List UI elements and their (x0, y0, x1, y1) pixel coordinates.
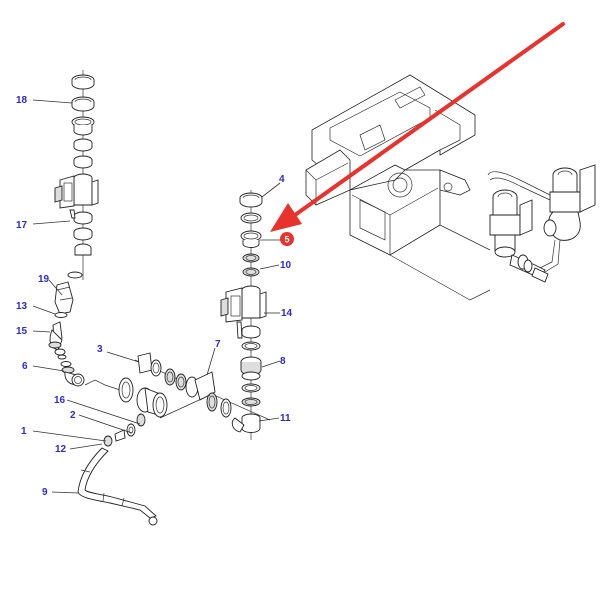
callout-10[interactable]: 10 (280, 260, 292, 271)
valve-group-overview (487, 164, 596, 283)
hose-9 (77, 447, 158, 526)
callout-18[interactable]: 18 (16, 95, 28, 106)
callout-13[interactable]: 13 (16, 301, 28, 312)
callout-4[interactable]: 4 (279, 174, 285, 185)
frame-assembly-overview (305, 74, 491, 301)
callout-12[interactable]: 12 (55, 444, 67, 455)
callout-11[interactable]: 11 (280, 413, 291, 424)
callout-1[interactable]: 1 (21, 426, 27, 437)
middle-fitting-chain (103, 352, 271, 447)
highlight-pointer-arrow (270, 22, 565, 232)
callout-2[interactable]: 2 (70, 410, 76, 421)
callout-19[interactable]: 19 (38, 274, 50, 285)
callout-8[interactable]: 8 (280, 356, 286, 367)
left-valve-stack (54, 70, 99, 280)
left-hose-column (48, 281, 121, 391)
leader-lines (32, 99, 281, 494)
callout-15[interactable]: 15 (16, 326, 28, 337)
callout-17[interactable]: 17 (16, 220, 28, 231)
callout-7[interactable]: 7 (215, 339, 221, 350)
callout-16[interactable]: 16 (54, 395, 66, 406)
callout-labels: 18 17 19 13 15 6 3 16 2 1 12 9 4 10 14 8… (16, 95, 293, 498)
callout-14[interactable]: 14 (281, 308, 293, 319)
highlighted-part-badge[interactable]: 5 (280, 232, 294, 246)
callout-3[interactable]: 3 (97, 344, 103, 355)
callout-9[interactable]: 9 (42, 487, 48, 498)
callout-6[interactable]: 6 (22, 361, 28, 372)
right-valve-stack (220, 190, 267, 440)
callout-5[interactable]: 5 (284, 235, 289, 245)
